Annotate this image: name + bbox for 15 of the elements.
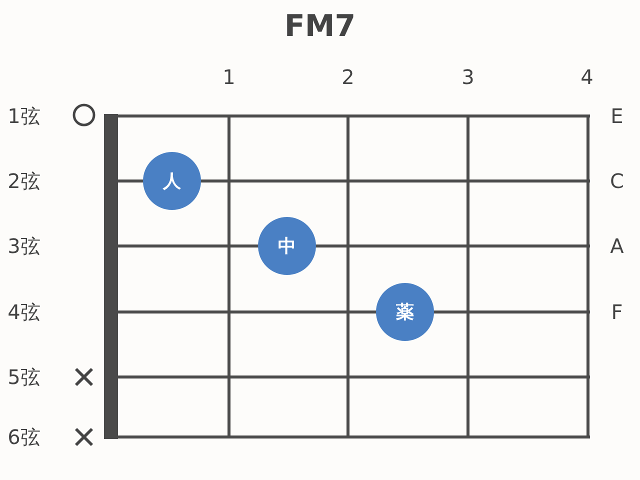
fret-number: 4 xyxy=(580,65,594,89)
note-name: C xyxy=(610,169,624,193)
string-label: 3弦 xyxy=(8,234,40,258)
string-label: 4弦 xyxy=(8,300,40,324)
note-name: A xyxy=(610,234,624,258)
fret-number: 2 xyxy=(342,65,354,89)
chord-title: FM7 xyxy=(284,8,356,46)
string-label: 2弦 xyxy=(8,169,40,193)
fret-number: 1 xyxy=(222,65,236,89)
note-name: E xyxy=(610,104,624,128)
string-label: 5弦 xyxy=(8,365,40,389)
string-label: 6弦 xyxy=(8,425,40,449)
note-name: F xyxy=(611,300,623,324)
fret-number: 3 xyxy=(462,65,474,89)
string-label: 1弦 xyxy=(8,104,40,128)
